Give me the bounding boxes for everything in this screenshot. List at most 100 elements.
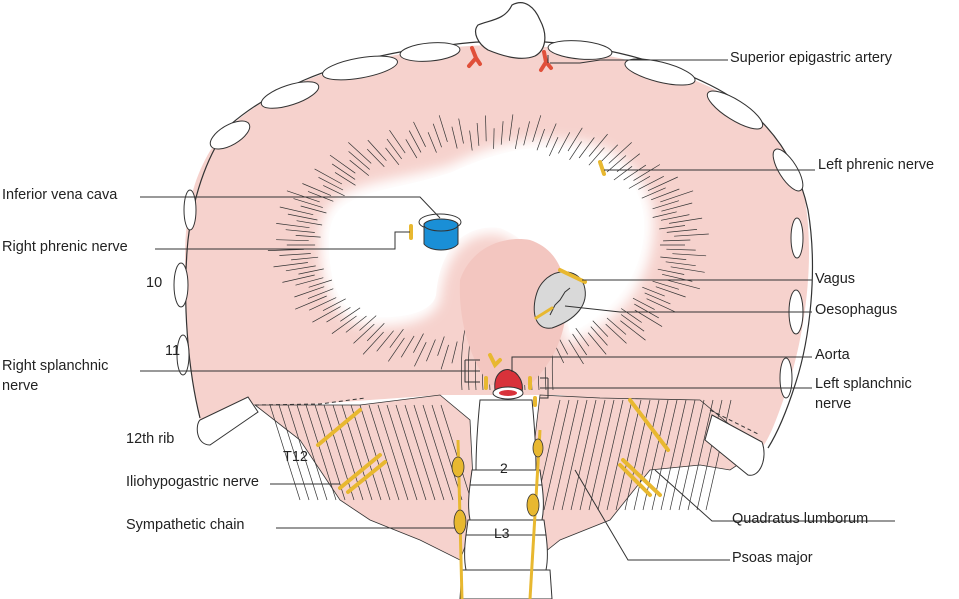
muscle-fiber — [314, 168, 343, 185]
muscle-fiber — [587, 332, 607, 355]
muscle-fiber — [353, 323, 375, 344]
muscle-fiber — [285, 229, 315, 233]
muscle-fiber — [426, 339, 436, 362]
muscle-fiber — [705, 399, 732, 511]
muscle-fiber — [669, 399, 696, 511]
posterior-nerves — [316, 398, 670, 497]
muscle-fiber — [652, 211, 677, 218]
muscle-fiber — [293, 198, 323, 208]
muscle-fiber — [287, 213, 318, 221]
muscle-fiber — [427, 132, 437, 153]
muscle-fiber — [368, 404, 400, 501]
vertebra-l3-label: L3 — [494, 525, 510, 541]
muscle-fiber — [569, 141, 582, 160]
muscle-fiber — [386, 404, 418, 501]
muscle-fiber — [413, 404, 445, 501]
muscle-fiber — [469, 130, 473, 151]
muscle-fiber — [389, 328, 404, 348]
muscle-fiber — [620, 320, 646, 341]
label-sympathetic-chain: Sympathetic chain — [126, 517, 245, 533]
muscle-fiber — [307, 288, 334, 299]
muscle-fiber — [276, 223, 310, 229]
muscle-fiber — [273, 262, 308, 268]
label-right-phrenic-nerve: Right phrenic nerve — [2, 239, 128, 255]
muscle-fiber — [440, 404, 472, 501]
muscle-fiber — [400, 335, 415, 358]
muscle-fiber — [670, 266, 705, 273]
muscle-fiber — [561, 399, 588, 511]
vertebral-column — [459, 399, 553, 599]
muscle-fiber — [644, 292, 671, 305]
muscle-fiber — [386, 138, 402, 160]
muscle-fiber — [579, 399, 606, 511]
muscle-fiber — [485, 115, 487, 142]
muscle-fiber — [508, 114, 514, 141]
label-rib-10: 10 — [146, 275, 163, 291]
muscle-fiber — [451, 341, 458, 364]
muscle-fiber — [514, 127, 520, 149]
muscle-fiber — [438, 115, 448, 143]
muscle-fiber — [655, 286, 686, 298]
muscle-fiber — [532, 115, 542, 143]
muscle-fiber — [348, 142, 372, 164]
leader-lines — [140, 55, 895, 561]
label-aorta: Aorta — [815, 347, 850, 363]
muscle-fiber — [294, 286, 325, 298]
muscle-fiber — [642, 286, 665, 297]
muscle-fiber — [652, 280, 680, 290]
muscle-fiber — [616, 153, 641, 172]
muscle-fiber — [536, 128, 545, 151]
muscle-fiber — [408, 130, 422, 153]
vagus-nerve — [558, 268, 587, 284]
muscle-fiber — [349, 159, 370, 176]
label-inferior-vena-cava: Inferior vena cava — [2, 187, 118, 203]
muscle-fiber — [567, 127, 583, 152]
muscle-fiber — [348, 151, 370, 170]
muscle-fiber — [286, 190, 320, 203]
label-psoas-major: Psoas major — [732, 550, 813, 566]
muscle-fiber — [665, 261, 696, 267]
label-quadratus-lumborum: Quadratus lumborum — [732, 511, 869, 527]
muscle-fiber — [606, 317, 627, 335]
muscle-fiber — [548, 137, 559, 157]
muscle-fiber — [606, 155, 627, 173]
muscle-fiber — [665, 279, 700, 290]
muscle-fiber — [326, 307, 351, 323]
muscle-fiber — [437, 336, 445, 356]
muscle-fiber — [414, 342, 427, 367]
muscle-fiber — [588, 399, 615, 511]
muscle-fiber — [575, 327, 590, 347]
muscle-fiber — [674, 233, 709, 237]
left-splanchnic-nerve — [528, 376, 537, 407]
muscle-fiber — [318, 176, 344, 191]
muscle-fiber — [615, 399, 642, 511]
muscle-fiber — [413, 121, 426, 147]
muscle-fiber — [666, 229, 698, 233]
xiphoid-process — [475, 2, 546, 59]
label-left-splanchnic-nerve-line1: Left splanchnic — [815, 376, 912, 392]
muscle-fiber — [659, 225, 686, 230]
label-rib-11: 11 — [165, 343, 181, 359]
muscle-fiber — [366, 323, 385, 342]
muscle-fiber — [295, 295, 327, 310]
label-rib-12: 12th rib — [126, 431, 175, 447]
label-oesophagus: Oesophagus — [815, 302, 898, 318]
label-left-phrenic-nerve: Left phrenic nerve — [818, 157, 935, 173]
muscle-fiber — [309, 297, 337, 311]
muscle-fiber — [323, 185, 345, 197]
muscle-fiber — [661, 202, 693, 212]
muscle-fiber — [331, 315, 357, 334]
muscle-fiber — [388, 337, 405, 362]
muscle-fiber — [493, 128, 495, 149]
muscle-fiber — [588, 147, 605, 166]
superior-epigastric-artery-right — [539, 50, 553, 72]
muscle-fiber — [389, 130, 406, 154]
muscle-fiber — [413, 333, 424, 353]
muscle-fiber — [308, 279, 333, 288]
muscle-fiber — [638, 175, 664, 190]
crus — [459, 239, 567, 385]
muscle-fiber — [632, 297, 655, 310]
muscle-fiber — [620, 314, 645, 332]
label-superior-epigastric-artery: Superior epigastric artery — [730, 50, 892, 66]
